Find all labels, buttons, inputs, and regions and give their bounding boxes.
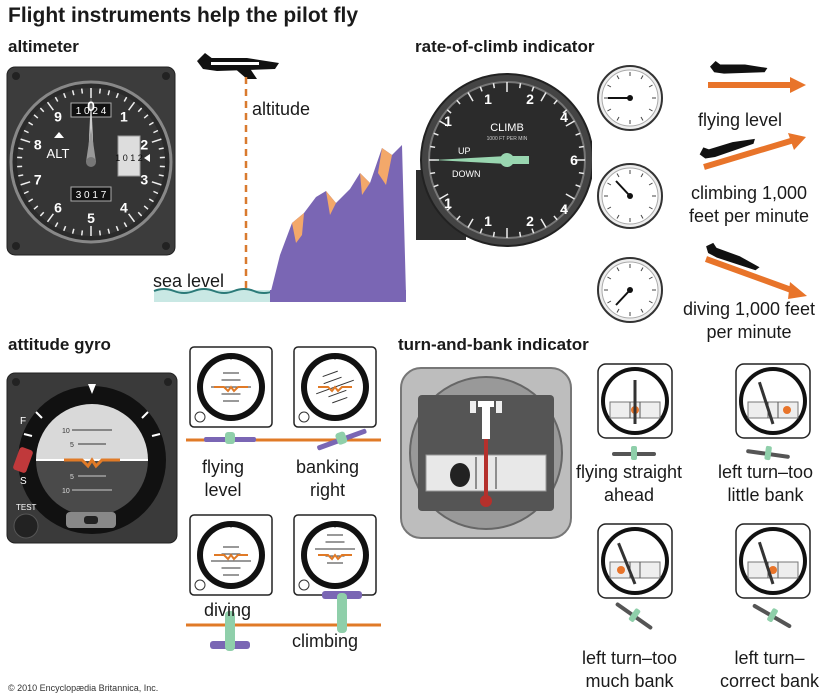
pitch-5-up: 5 (70, 442, 74, 449)
tick-1-left: 1 (444, 113, 452, 129)
triangle-icon (144, 154, 150, 162)
copyright: © 2010 Encyclopædia Britannica, Inc. (8, 683, 159, 693)
attitude-gyro-instrument: 10 5 5 10 F S TEST (6, 372, 178, 544)
gyro-states (186, 346, 381, 651)
altimeter-number: 5 (87, 210, 95, 226)
altimeter-number: 1 (120, 109, 128, 125)
test-label: TEST (16, 503, 37, 512)
altimeter-number: 4 (120, 199, 128, 215)
plane-top-straight (612, 446, 656, 460)
tick-1-left-bottom: 1 (444, 195, 452, 211)
gyro-mini-instrument (189, 514, 273, 596)
plane-top-correct (752, 604, 792, 628)
tb-state-correct: left turn–correct bank (720, 648, 820, 691)
tick-2: 2 (526, 91, 534, 107)
gyro-state-dive: diving (204, 600, 252, 620)
roc-small-dials (597, 65, 663, 323)
down-label: DOWN (452, 169, 481, 179)
altimeter-number: 9 (54, 109, 62, 125)
pitch-10-down: 10 (62, 488, 70, 495)
sea-level-label: sea level (153, 271, 225, 291)
gyro-s-label: S (20, 476, 27, 487)
roc-state-level: flying level (698, 110, 783, 130)
up-label: UP (458, 146, 471, 156)
plane-front-level (204, 432, 256, 444)
tb-mini-instrument (735, 523, 811, 599)
gyro-f-label: F (20, 416, 26, 427)
altitude-illustration (153, 53, 406, 302)
turn-ball (450, 463, 470, 487)
tb-mini-instrument (597, 363, 673, 439)
tick-4-bottom: 4 (560, 201, 568, 217)
plane-dive (210, 611, 250, 651)
altimeter-number: 6 (54, 199, 62, 215)
arrow-level (708, 61, 806, 93)
arrow-climb (699, 133, 806, 170)
plane-top-little (746, 445, 790, 461)
turn-and-bank-heading: turn-and-bank indicator (398, 335, 589, 354)
turn-bank-instrument (400, 367, 572, 539)
rate-of-climb-instrument: CLIMB 1000 FT PER MIN UP DOWN 1 1 2 2 4 … (416, 73, 592, 247)
altitude-label: altitude (252, 99, 311, 119)
rate-of-climb-heading: rate-of-climb indicator (415, 37, 595, 56)
triangle-icon (54, 132, 64, 138)
gyro-mini-instrument (293, 346, 377, 428)
roc-needle (434, 156, 507, 164)
altimeter-number: 3 (140, 171, 148, 187)
altimeter-bottom-window: 3 0 1 7 (76, 190, 107, 201)
altimeter-alt-label: ALT (47, 146, 70, 161)
altimeter-number: 8 (34, 137, 42, 153)
mountain (270, 145, 406, 295)
altimeter-number: 0 (87, 98, 95, 114)
altimeter-number: 2 (140, 137, 148, 153)
gyro-mini-instrument (293, 514, 377, 596)
gyro-mini-instrument (189, 346, 273, 428)
plane-front-bank (317, 428, 367, 451)
roc-state-climb: climbing 1,000 feet per minute (688, 183, 810, 226)
altimeter-drum: 1 0 1 2 (115, 153, 143, 163)
gyro-adjust-knob[interactable] (12, 446, 33, 473)
attitude-gyro-heading: attitude gyro (8, 335, 111, 354)
arrow-dive (704, 242, 807, 299)
turn-bank-states (597, 363, 811, 630)
climb-label: CLIMB (490, 122, 524, 134)
plane-climb (322, 591, 362, 633)
airplane-icon (197, 53, 279, 79)
tick-1-bottom: 1 (484, 213, 492, 229)
page-title: Flight instruments help the pilot fly (8, 4, 358, 27)
small-print: 1000 FT PER MIN (487, 136, 528, 142)
pitch-10-up: 10 (62, 428, 70, 435)
gyro-state-climb: climbing (292, 631, 359, 651)
tick-1: 1 (484, 91, 492, 107)
altimeter-heading: altimeter (8, 37, 79, 56)
tb-mini-instrument (735, 363, 811, 439)
plane-top-much (615, 602, 653, 630)
roc-state-dive: diving 1,000 feet per minute (682, 299, 816, 342)
tb-mini-instrument (597, 523, 673, 599)
pitch-5-down: 5 (70, 474, 74, 481)
altimeter-number: 7 (34, 171, 42, 187)
test-button[interactable] (13, 513, 39, 539)
tick-6: 6 (570, 152, 578, 168)
roc-arrows (699, 61, 807, 299)
tick-2-bottom: 2 (526, 213, 534, 229)
tick-4: 4 (560, 109, 568, 125)
